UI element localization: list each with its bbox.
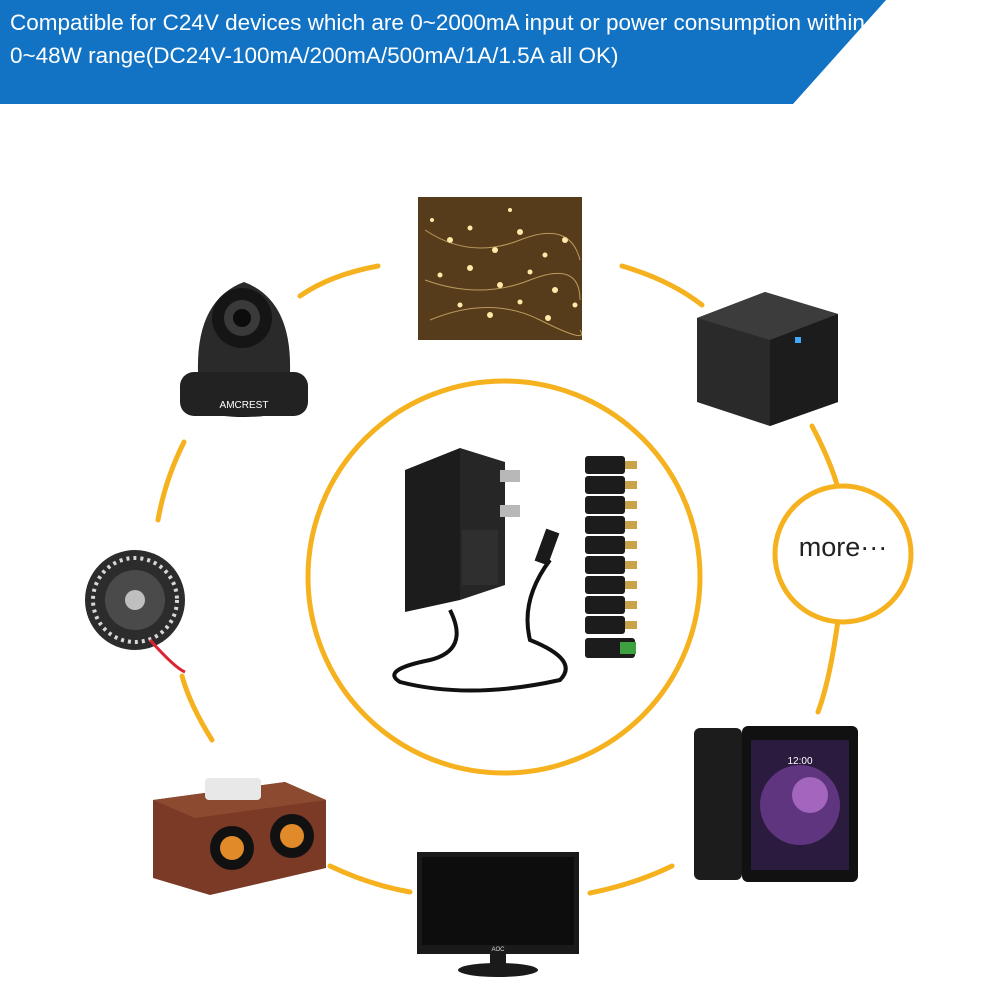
- ip-camera-image: AMCREST: [180, 282, 308, 417]
- camera-brand: AMCREST: [220, 400, 269, 411]
- power-adapter-image: [392, 448, 568, 693]
- more-label: more···: [798, 532, 888, 562]
- banner-background: [0, 0, 886, 104]
- tablet-image: 12:00: [694, 726, 858, 882]
- connector-tips: [585, 456, 637, 658]
- monitor-brand: AOC: [491, 947, 505, 953]
- header-banner: Compatible for C24V devices which are 0~…: [0, 0, 1000, 104]
- cube-speaker-image: [697, 292, 838, 426]
- monitor-image: AOC: [417, 852, 579, 977]
- center-circle: [305, 378, 703, 776]
- retro-speaker-image: [153, 778, 326, 895]
- tablet-time: 12:00: [787, 756, 812, 767]
- fairy-lights-image: [418, 197, 583, 340]
- more-circle: [772, 483, 914, 625]
- led-strip-reel-image: [85, 550, 186, 674]
- connector-arcs: [155, 263, 841, 896]
- banner-text: Compatible for C24V devices which are 0~…: [10, 10, 865, 68]
